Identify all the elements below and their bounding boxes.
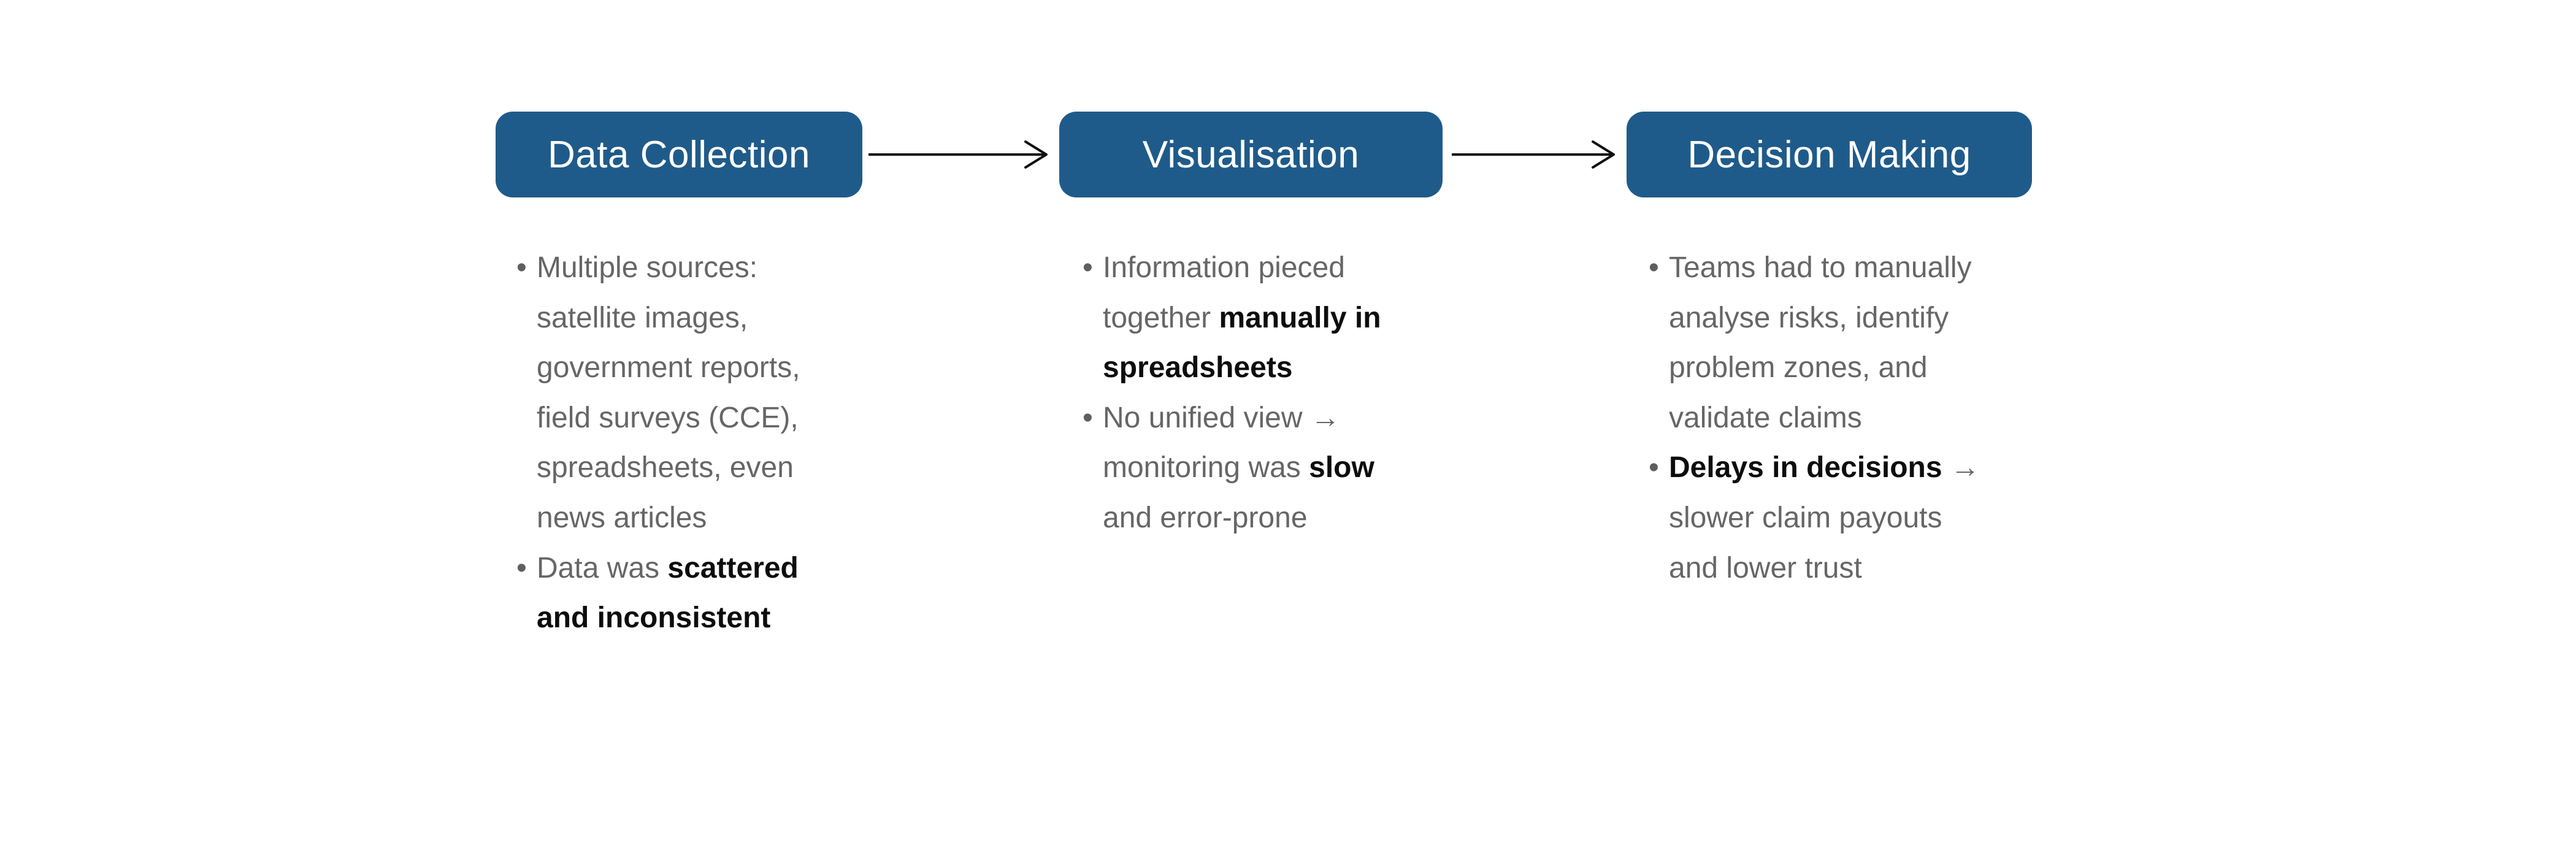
bullet-item: Data was scattered and inconsistent <box>516 543 860 643</box>
stage-title-decision-making: Decision Making <box>1687 133 1971 176</box>
bullet-item: No unified view → monitoring was slow an… <box>1083 393 1426 543</box>
flow-arrow-2 <box>1452 140 1615 169</box>
text-run: and error-prone <box>1103 501 1308 534</box>
text-run: Information pieced together <box>1103 251 1345 334</box>
bullet-item: Information pieced together manually in … <box>1083 243 1426 393</box>
stage-title-visualisation: Visualisation <box>1142 133 1360 176</box>
arrow-head <box>1592 140 1615 169</box>
arrow-head <box>1024 140 1048 169</box>
bullet-list-decision-making: Teams had to manually analyse risks, ide… <box>1649 243 1992 593</box>
stage-box-decision-making: Decision Making <box>1627 112 2032 197</box>
stage-box-visualisation: Visualisation <box>1059 112 1443 197</box>
text-run: Teams had to manually analyse risks, ide… <box>1669 251 1972 434</box>
stage-title-data-collection: Data Collection <box>548 133 810 176</box>
stage-box-data-collection: Data Collection <box>496 112 862 197</box>
text-run: Data was <box>537 551 668 584</box>
text-run: → slower claim payouts and lower trust <box>1669 451 1980 584</box>
text-run-bold: manually in spreadsheets <box>1103 301 1381 384</box>
bullet-item: Teams had to manually analyse risks, ide… <box>1649 243 1992 443</box>
bullet-item: Delays in decisions → slower claim payou… <box>1649 443 1992 593</box>
text-run: Multiple sources: satellite images, gove… <box>537 251 800 534</box>
bullet-item: Multiple sources: satellite images, gove… <box>516 243 860 543</box>
text-run: No unified view → monitoring was <box>1103 401 1340 484</box>
text-run-bold: Delays in decisions <box>1669 451 1942 484</box>
flow-arrow-1 <box>868 140 1048 169</box>
bullet-list-visualisation: Information pieced together manually in … <box>1083 243 1426 543</box>
text-run-bold: scattered and inconsistent <box>537 551 799 635</box>
text-run-bold: slow <box>1309 451 1374 484</box>
bullet-list-data-collection: Multiple sources: satellite images, gove… <box>516 243 860 643</box>
